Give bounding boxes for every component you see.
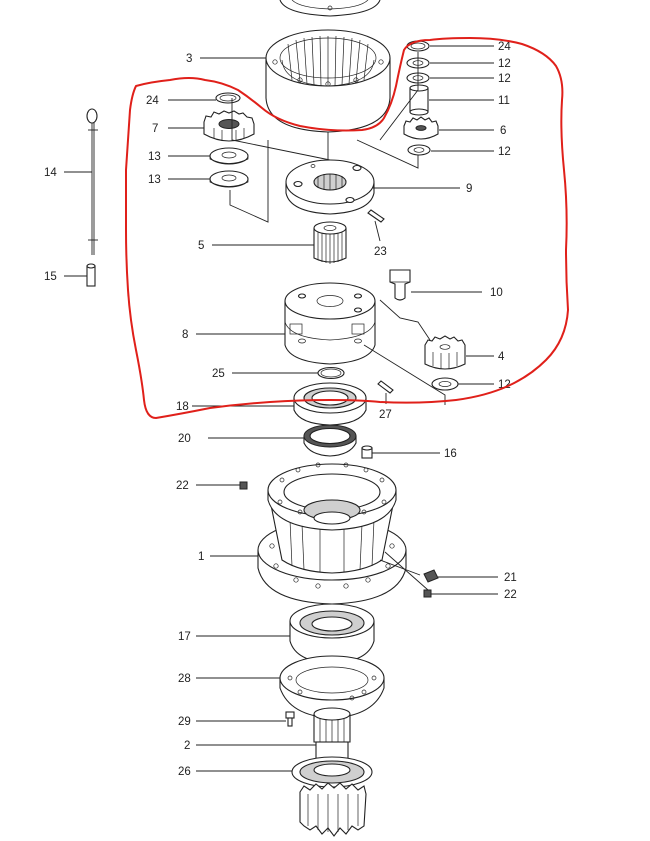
part-16-plug	[361, 445, 373, 459]
callout-8: 8	[182, 329, 188, 341]
part-14-dipstick	[86, 108, 98, 255]
callout-11: 11	[498, 95, 510, 107]
part-25-o-ring	[317, 366, 345, 380]
part-17-roller-bearing	[289, 603, 375, 664]
part-22-plug-a	[239, 481, 248, 490]
callout-labels: 3 24 12 12 11 24 7 6 12 13 13 14 9 23 5 …	[44, 41, 517, 778]
part-29-bolt	[285, 711, 295, 727]
callout-1: 1	[198, 551, 204, 563]
part-21-fitting	[423, 569, 439, 583]
callout-29: 29	[178, 716, 191, 728]
part-15-tube	[86, 263, 96, 287]
part-6-planet-gear	[403, 116, 439, 140]
part-13-thrust-washer-b	[209, 170, 249, 188]
callout-18: 18	[176, 401, 189, 413]
callout-21: 21	[504, 572, 517, 584]
part-3-ring-gear	[265, 29, 391, 133]
callout-26: 26	[178, 766, 191, 778]
callout-22-a: 22	[176, 480, 189, 492]
callout-14: 14	[44, 167, 57, 179]
callout-12-c: 12	[498, 146, 511, 158]
callout-22-b: 22	[504, 589, 517, 601]
part-1-housing	[257, 462, 407, 605]
callout-4: 4	[498, 351, 505, 363]
part-20-oil-seal	[303, 424, 357, 457]
part-27-spring-pin	[377, 380, 394, 394]
callout-24-top: 24	[498, 41, 511, 53]
callout-13-a: 13	[148, 151, 161, 163]
part-8-planet-carrier	[284, 282, 376, 365]
part-12-washer-d	[431, 377, 459, 391]
callout-3: 3	[186, 53, 192, 65]
part-22-plug-b	[423, 589, 432, 598]
part-4-planet-gear	[424, 335, 466, 370]
part-24-circlip-left	[215, 92, 241, 104]
callout-9: 9	[466, 183, 472, 195]
part-28-cover-plate	[279, 655, 385, 719]
callout-16: 16	[444, 448, 457, 460]
callout-12-a: 12	[498, 58, 511, 70]
part-18-bearing	[293, 382, 367, 426]
callout-17: 17	[178, 631, 191, 643]
top-ring-gear-partial	[279, 0, 381, 17]
callout-7: 7	[152, 123, 158, 135]
part-24-circlip-top	[406, 40, 430, 52]
callout-28: 28	[178, 673, 191, 685]
red-highlight-outline	[125, 37, 569, 419]
callout-15: 15	[44, 271, 57, 283]
part-9-carrier-plate	[285, 159, 375, 215]
callout-12-b: 12	[498, 73, 511, 85]
callout-10: 10	[490, 287, 503, 299]
callout-6: 6	[500, 125, 506, 137]
part-11-pin	[409, 84, 429, 116]
callout-20: 20	[178, 433, 191, 445]
callout-25: 25	[212, 368, 225, 380]
callout-23: 23	[374, 246, 387, 258]
callout-5: 5	[198, 240, 204, 252]
part-5-sun-gear	[313, 221, 347, 264]
part-2-pinion-shaft	[291, 707, 373, 837]
leader-lines	[64, 45, 498, 772]
part-10-pin	[389, 269, 411, 301]
callout-24-left: 24	[146, 95, 159, 107]
callout-27: 27	[379, 409, 392, 421]
callout-2: 2	[184, 740, 190, 752]
callout-13-b: 13	[148, 174, 161, 186]
part-12-washer-c	[407, 144, 431, 156]
part-23-spring-pin	[367, 209, 385, 223]
part-13-thrust-washer-a	[209, 147, 249, 165]
part-7-planet-gear	[203, 110, 255, 142]
